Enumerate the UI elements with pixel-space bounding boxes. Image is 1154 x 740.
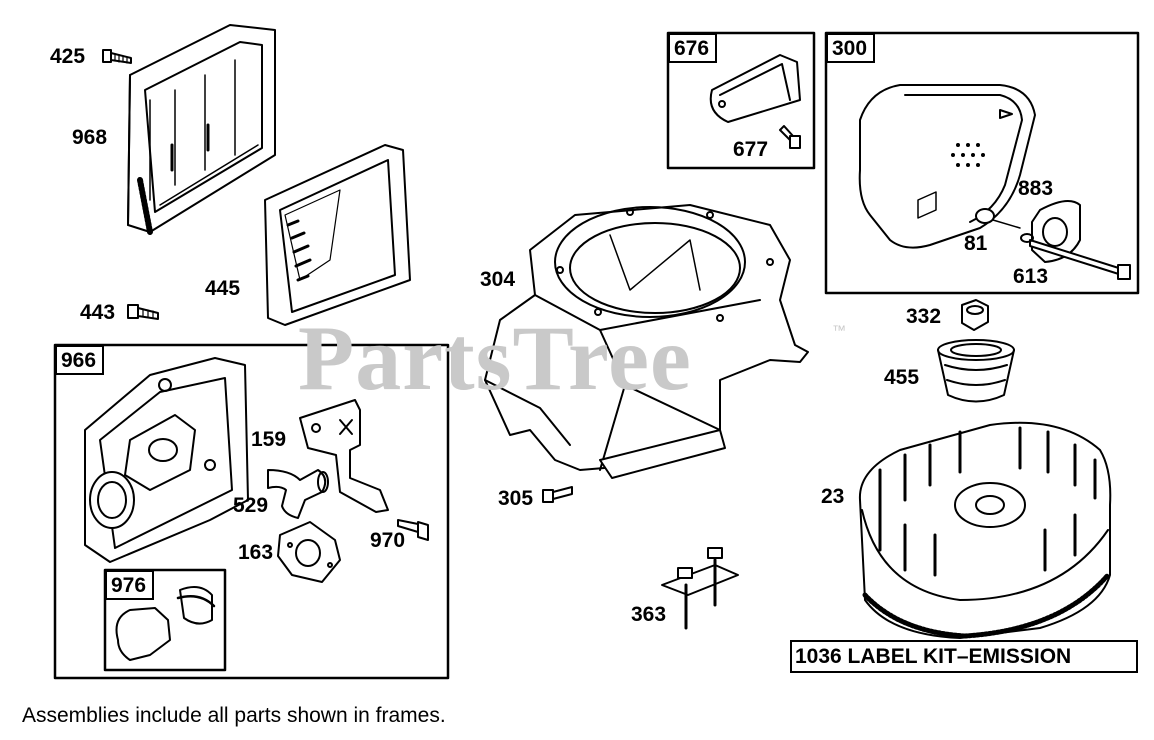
frame-300 <box>824 31 1140 295</box>
part-label-305[interactable]: 305 <box>498 487 534 510</box>
frame-966 <box>53 343 450 680</box>
carburetor-body-966-icon <box>84 357 249 563</box>
primer-bulb-976-icon <box>115 585 216 661</box>
part-label-81[interactable]: 81 <box>964 232 988 255</box>
part-label-443[interactable]: 443 <box>80 301 116 324</box>
air-filter-445-icon <box>264 144 411 326</box>
starter-cup-455-icon <box>937 339 1015 403</box>
part-label-332[interactable]: 332 <box>906 305 942 328</box>
air-filter-base-968-icon <box>127 24 276 235</box>
frame-676 <box>666 31 816 170</box>
frame-label-300[interactable]: 300 <box>826 33 876 63</box>
blower-housing-304-icon <box>484 204 809 479</box>
muffler-300-icon <box>858 84 1036 249</box>
bracket-159-icon <box>299 399 389 513</box>
part-label-304[interactable]: 304 <box>480 268 516 291</box>
screw-970-icon <box>397 519 429 541</box>
nut-332-icon <box>961 299 989 331</box>
part-label-455[interactable]: 455 <box>884 366 920 389</box>
part-label-445[interactable]: 445 <box>205 277 241 300</box>
cover-676-icon <box>709 54 801 123</box>
part-label-529[interactable]: 529 <box>233 494 269 517</box>
frame-label-966[interactable]: 966 <box>55 345 105 375</box>
trademark-symbol: ™ <box>832 322 846 338</box>
label-kit-emission[interactable]: 1036 LABEL KIT–EMISSION <box>790 640 1138 673</box>
part-label-23[interactable]: 23 <box>821 485 845 508</box>
watermark: PartsTree <box>298 307 692 409</box>
part-label-363[interactable]: 363 <box>631 603 667 626</box>
frame-label-976[interactable]: 976 <box>105 570 155 600</box>
screw-443-icon <box>127 304 159 320</box>
tube-529-icon <box>267 469 329 519</box>
ignition-bracket-363-icon <box>661 547 739 630</box>
part-label-163[interactable]: 163 <box>238 541 274 564</box>
part-label-159[interactable]: 159 <box>251 428 287 451</box>
frame-label-676[interactable]: 676 <box>668 33 718 63</box>
frame-976 <box>103 568 227 672</box>
flywheel-23-icon <box>858 421 1112 639</box>
part-label-970[interactable]: 970 <box>370 529 406 552</box>
gasket-163-icon <box>277 521 341 583</box>
screw-425-icon <box>102 49 132 64</box>
part-label-425[interactable]: 425 <box>50 45 86 68</box>
bolt-613-icon <box>1020 233 1131 280</box>
washer-81-icon <box>975 208 1021 229</box>
footnote: Assemblies include all parts shown in fr… <box>22 704 446 727</box>
part-label-968[interactable]: 968 <box>72 126 108 149</box>
part-label-883[interactable]: 883 <box>1018 177 1054 200</box>
screw-305-icon <box>542 486 573 503</box>
part-label-677[interactable]: 677 <box>733 138 769 161</box>
screw-677-icon <box>779 125 801 149</box>
part-label-613[interactable]: 613 <box>1013 265 1049 288</box>
